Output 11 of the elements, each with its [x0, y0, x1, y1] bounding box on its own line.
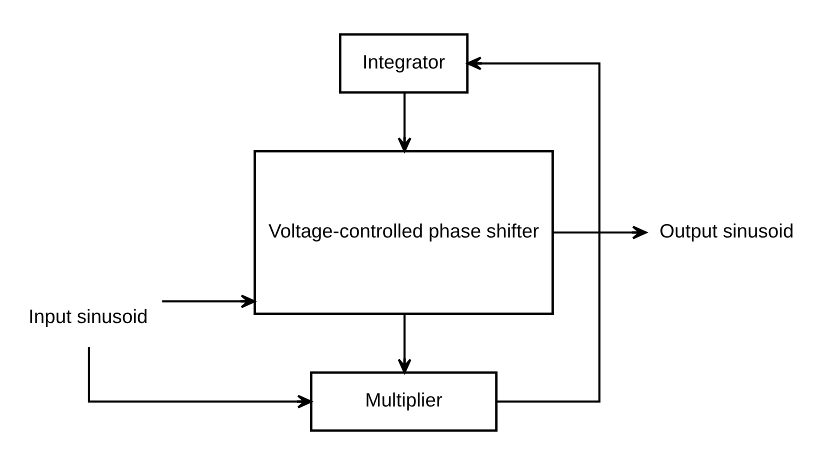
arrow: [162, 294, 256, 308]
arrow: [398, 92, 412, 152]
node-text: Output sinusoid: [660, 220, 794, 242]
arrow: [88, 346, 312, 408]
arrow: [398, 314, 412, 374]
node-box: Voltage-controlled phase shifter: [254, 149, 554, 315]
node-box: Multiplier: [310, 370, 498, 432]
node-text: Input sinusoid: [28, 306, 148, 328]
arrow: [466, 56, 600, 402]
arrow: [552, 225, 647, 239]
node-box: Integrator: [338, 32, 469, 94]
